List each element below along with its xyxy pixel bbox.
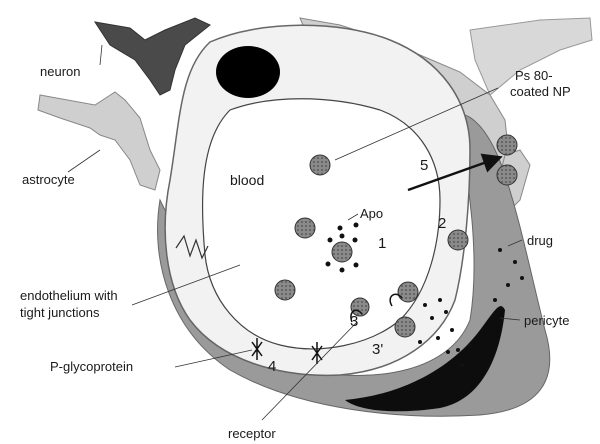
label-blood: blood: [230, 172, 264, 188]
nanoparticle: [310, 155, 330, 175]
endothelial-nucleus: [216, 46, 280, 98]
nanoparticle: [497, 165, 517, 185]
label-ps80-line1: Ps 80-: [515, 68, 553, 83]
pathway-number-4: 4: [268, 358, 276, 375]
nanoparticle: [448, 230, 468, 250]
nanoparticle: [295, 218, 315, 238]
nanoparticle: [497, 135, 517, 155]
nanoparticle: [332, 242, 352, 262]
pathway-number-3prime: 3': [372, 341, 383, 358]
label-apo: Apo: [360, 206, 383, 221]
label-receptor: receptor: [228, 426, 276, 441]
blood-lumen: [203, 99, 440, 349]
label-drug: drug: [527, 233, 553, 248]
label-pericyte: pericyte: [524, 313, 570, 328]
label-p-glycoprotein: P-glycoprotein: [50, 359, 133, 374]
pathway-number-1: 1: [378, 235, 386, 252]
nanoparticle: [395, 317, 415, 337]
label-endothelium-line2: tight junctions: [20, 305, 100, 320]
pathway-number-2: 2: [438, 215, 446, 232]
pathway-number-5: 5: [420, 157, 428, 174]
label-astrocyte: astrocyte: [22, 172, 75, 187]
nanoparticle: [398, 282, 418, 302]
label-endothelium-line1: endothelium with: [20, 288, 118, 303]
label-ps80-line2: coated NP: [510, 84, 571, 99]
pathway-number-3: 3: [350, 313, 358, 330]
nanoparticle: [275, 280, 295, 300]
label-neuron: neuron: [40, 64, 80, 79]
